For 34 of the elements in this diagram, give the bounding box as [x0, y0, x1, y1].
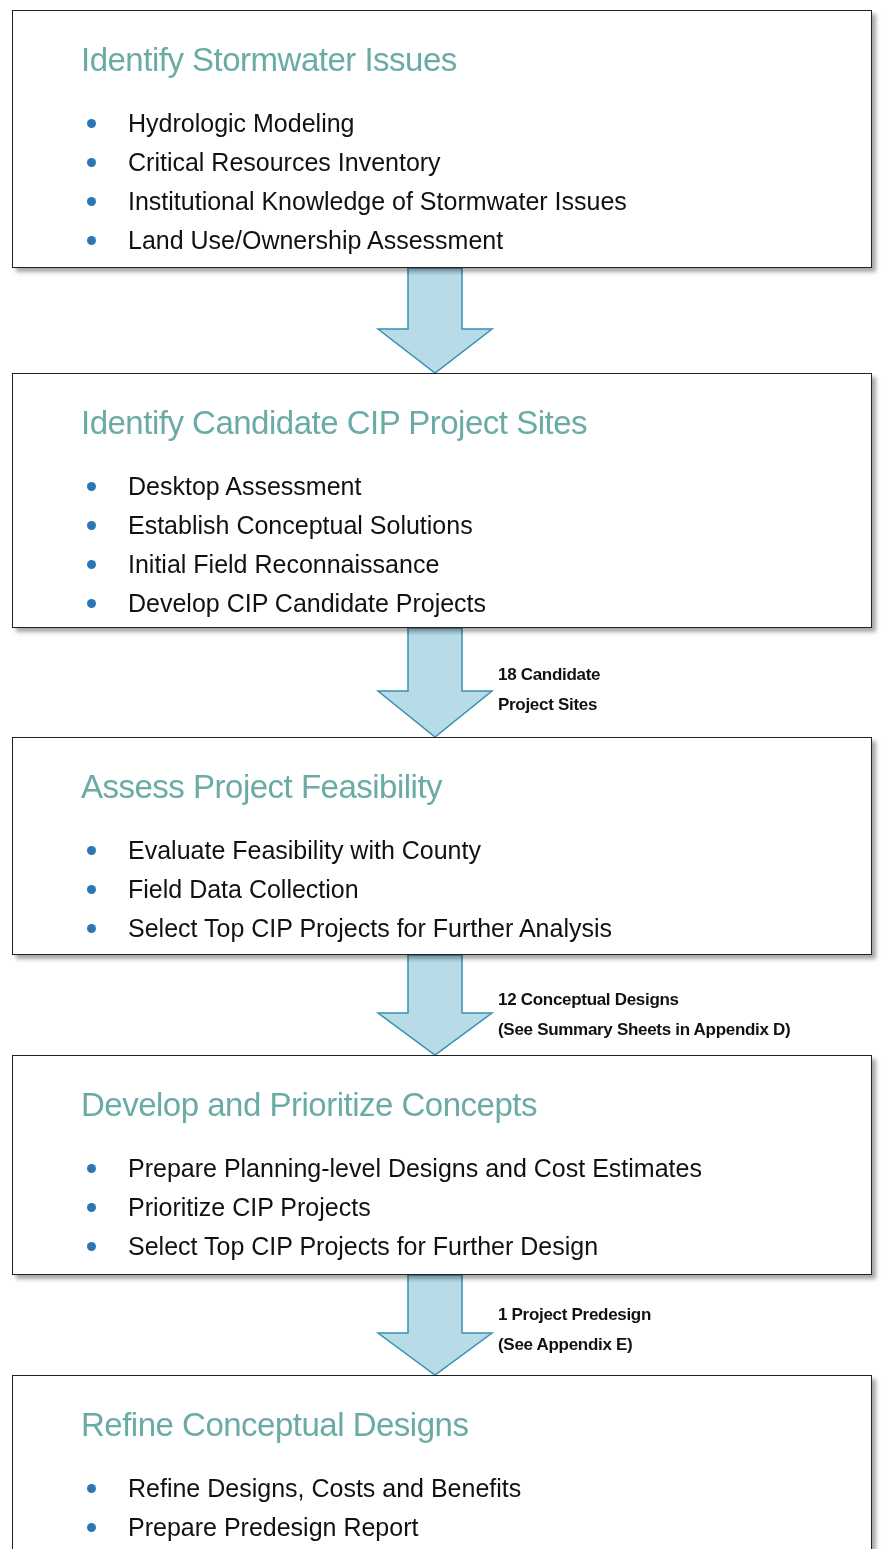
process-box: [12, 1055, 872, 1275]
bullet-text: Prioritize CIP Projects: [128, 1192, 371, 1222]
step-heading: Develop and Prioritize Concepts: [81, 1086, 537, 1124]
bullet-text: Desktop Assessment: [128, 471, 362, 501]
bullet-text: Hydrologic Modeling: [128, 108, 355, 138]
process-box: [12, 737, 872, 955]
block-arrow: [375, 267, 495, 374]
bullet-text: Critical Resources Inventory: [128, 147, 441, 177]
bullet-text: Land Use/Ownership Assessment: [128, 225, 504, 255]
step-heading: Refine Conceptual Designs: [81, 1406, 469, 1444]
bullet-text: Establish Conceptual Solutions: [128, 510, 473, 540]
bullet-text: Institutional Knowledge of Stormwater Issues: [128, 186, 627, 216]
block-arrow: [375, 954, 495, 1056]
edge-label: 1 Project Predesign (See Appendix E): [498, 1304, 653, 1356]
bullet-text: Evaluate Feasibility with County: [128, 835, 481, 865]
bullet-text: Refine Designs, Costs and Benefits: [128, 1473, 522, 1503]
bullet-text: Prepare Planning-level Designs and Cost Estimates: [128, 1153, 702, 1183]
bullet-text: Select Top CIP Projects for Further Analysis: [128, 913, 612, 943]
bullet-text: Select Top CIP Projects for Further Design: [128, 1231, 599, 1261]
process-box: [12, 1375, 872, 1549]
edge-label: 12 Conceptual Designs: [498, 989, 680, 1011]
bullet-text: Field Data Collection: [128, 874, 359, 904]
edge-label: 18 Candidate Project Sites: [498, 664, 602, 716]
process-box: [12, 373, 872, 628]
process-box: [12, 10, 872, 268]
step-heading: Identify Candidate CIP Project Sites: [81, 404, 587, 442]
step-heading: Assess Project Feasibility: [81, 768, 443, 806]
block-arrow: [375, 627, 495, 738]
bullet-text: Initial Field Reconnaissance: [128, 549, 440, 579]
bullet-text: Develop CIP Candidate Projects: [128, 588, 487, 618]
bullet-text: Prepare Predesign Report: [128, 1512, 419, 1542]
block-arrow: [375, 1274, 495, 1376]
step-heading: Identify Stormwater Issues: [81, 41, 457, 79]
note-text: (See Summary Sheets in Appendix D): [498, 1019, 791, 1041]
